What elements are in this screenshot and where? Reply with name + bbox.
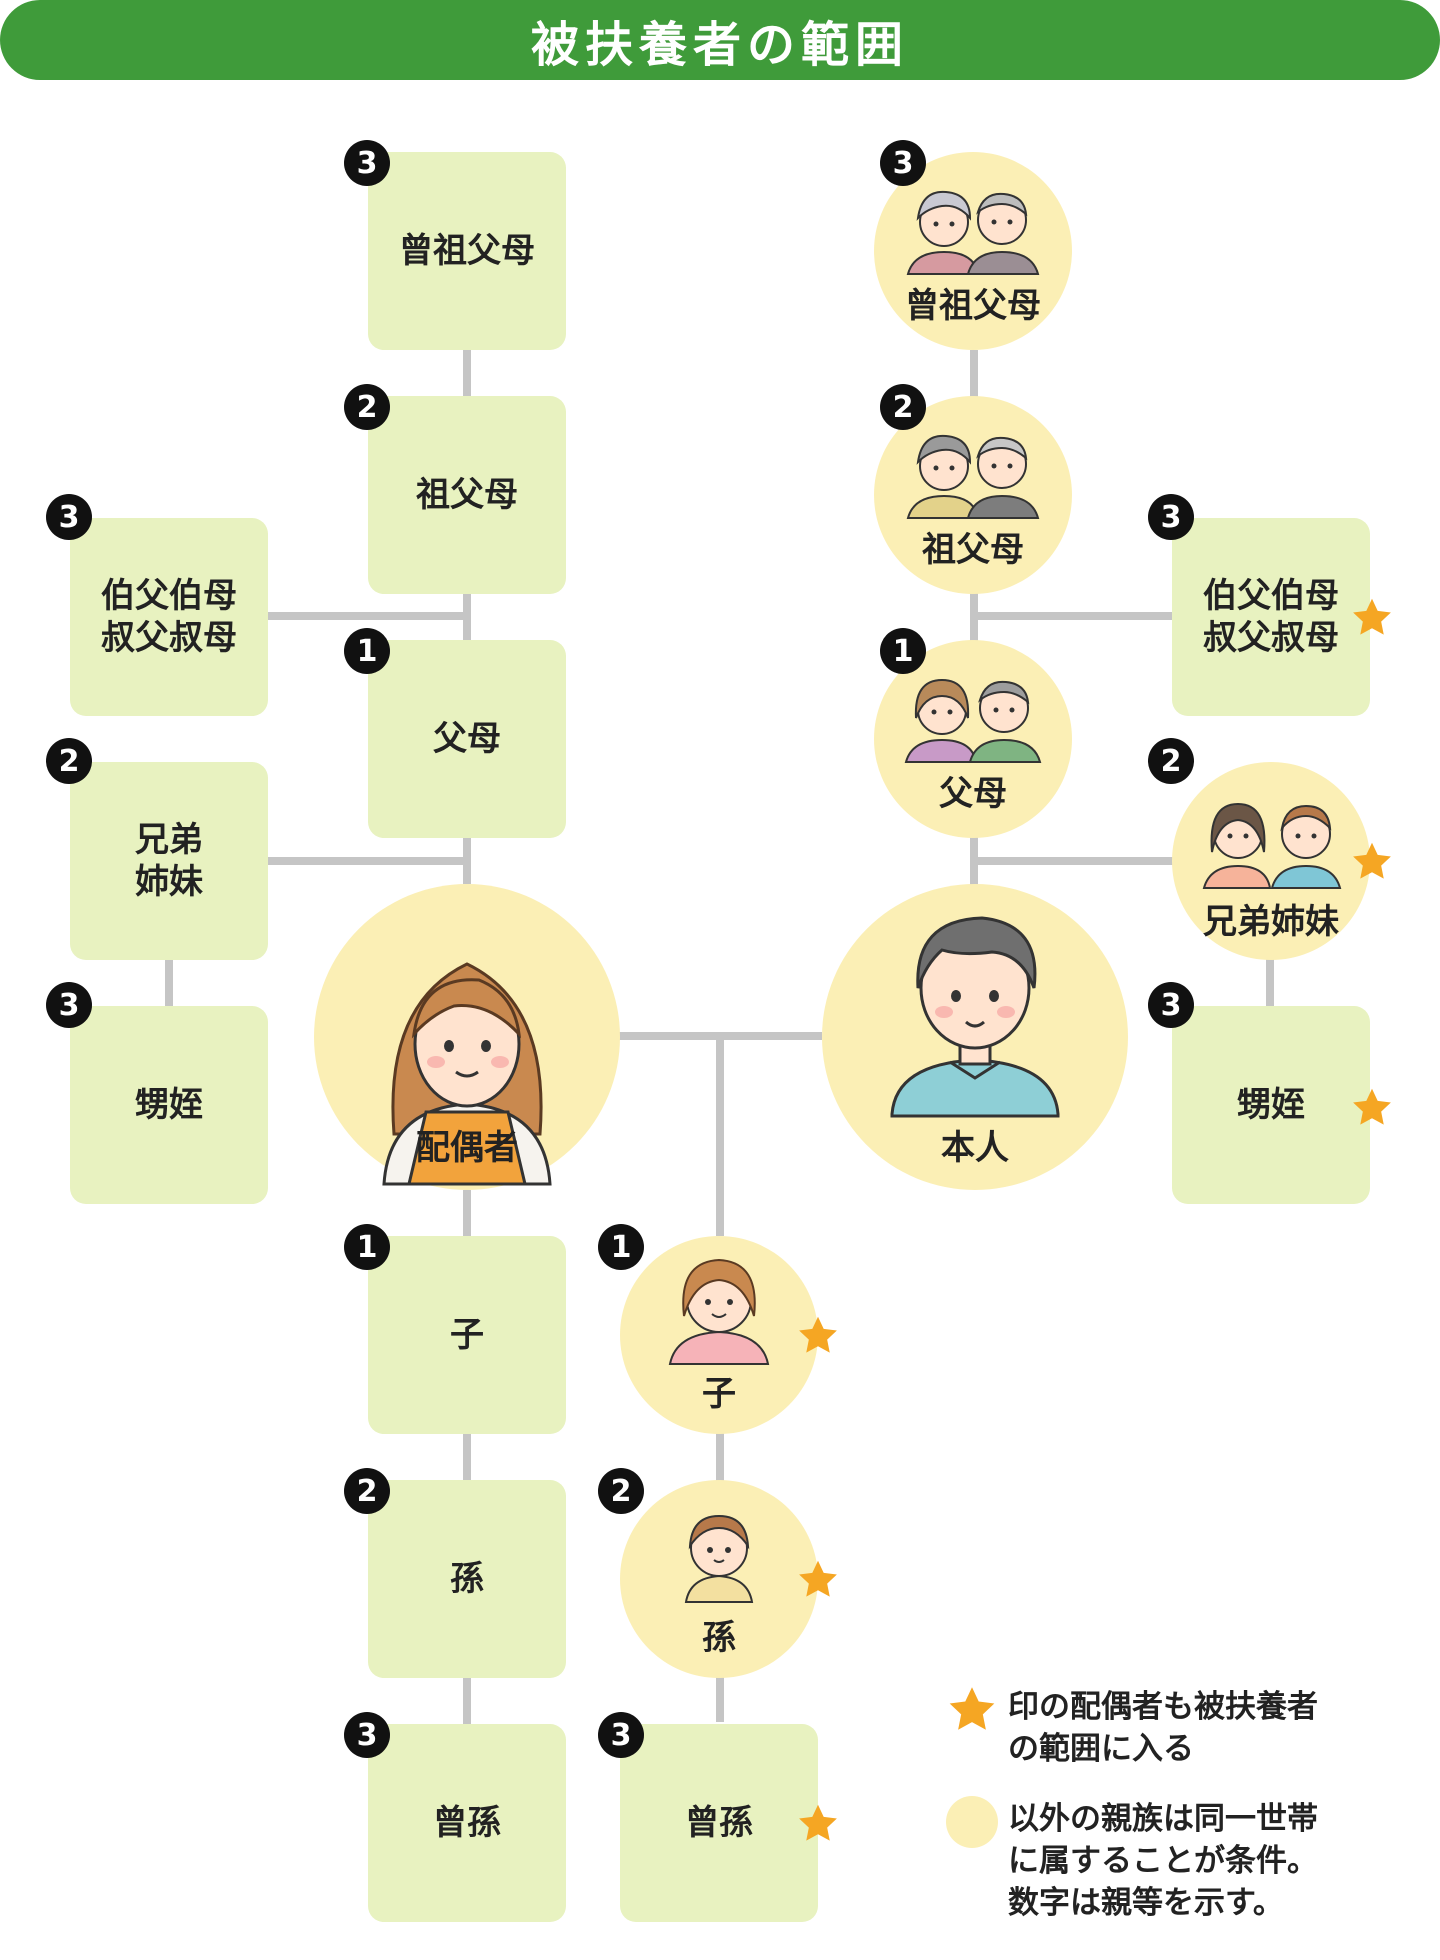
star-icon	[1353, 842, 1391, 879]
degree-badge: 3	[344, 1712, 390, 1758]
man-illustration	[890, 916, 1060, 1118]
degree-badge: 3	[880, 140, 926, 186]
siblings-illustration	[1202, 802, 1342, 889]
self-grandparents-circle: 祖父母	[874, 396, 1072, 594]
self-great-grandparents-label: 曾祖父母	[905, 286, 1041, 326]
self-great-grandchild-box: 曾孫	[620, 1724, 818, 1922]
spouse-label: 配偶者	[416, 1128, 518, 1168]
degree-badge: 2	[344, 1468, 390, 1514]
self-grandparents-label: 祖父母	[922, 530, 1024, 570]
connector	[165, 958, 173, 1006]
star-icon	[799, 1560, 837, 1597]
degree-badge: 1	[598, 1224, 644, 1270]
degree-badge: 2	[46, 738, 92, 784]
star-icon	[799, 1804, 837, 1841]
connector	[463, 1432, 471, 1480]
degree-badge: 2	[880, 384, 926, 430]
girl-illustration	[668, 1258, 770, 1365]
connector	[463, 1190, 471, 1236]
legend-star-text: 印の配偶者も被扶養者 の範囲に入る	[1008, 1689, 1318, 1767]
legend-star-icon	[949, 1687, 995, 1730]
spouse-siblings-box: 兄弟 姉妹	[70, 762, 268, 960]
connector	[974, 857, 1174, 865]
degree-badge: 2	[344, 384, 390, 430]
self-parents-label: 父母	[939, 774, 1007, 814]
star-icon	[799, 1316, 837, 1353]
connector	[463, 1676, 471, 1724]
spouse-grandparents-box: 祖父母	[368, 396, 566, 594]
self-uncles-aunts-box: 伯父伯母 叔父叔母	[1172, 518, 1370, 716]
self-label: 本人	[941, 1128, 1009, 1168]
degree-badge: 3	[344, 140, 390, 186]
degree-badge: 3	[46, 494, 92, 540]
degree-badge: 3	[1148, 982, 1194, 1028]
degree-badge: 3	[46, 982, 92, 1028]
title-banner: 被扶養者の範囲	[0, 0, 1440, 80]
connector	[1266, 958, 1274, 1006]
degree-badge: 1	[880, 628, 926, 674]
legend-circle-swatch	[946, 1796, 998, 1848]
spouse-uncles-aunts-box: 伯父伯母 叔父叔母	[70, 518, 268, 716]
legend-circle-text: 以外の親族は同一世帯 に属することが条件。 数字は親等を示す。	[1008, 1801, 1318, 1921]
self-grandchild-label: 孫	[702, 1618, 736, 1658]
connector	[268, 612, 467, 620]
star-icon	[1353, 1088, 1391, 1125]
spouse-circle: 配偶者	[314, 884, 620, 1190]
degree-badge: 2	[1148, 738, 1194, 784]
spouse-nephews-nieces-box: 甥姪	[70, 1006, 268, 1204]
connector	[716, 1036, 724, 1236]
spouse-great-grandchild-box: 曾孫	[368, 1724, 566, 1922]
self-siblings-circle: 兄弟姉妹	[1172, 762, 1370, 960]
self-siblings-label: 兄弟姉妹	[1203, 902, 1339, 942]
self-nephews-nieces-box: 甥姪	[1172, 1006, 1370, 1204]
woman-illustration	[382, 962, 552, 1186]
self-grandchild-circle: 孫	[620, 1480, 818, 1678]
baby-illustration	[684, 1514, 754, 1603]
degree-badge: 2	[598, 1468, 644, 1514]
self-child-circle: 子	[620, 1236, 818, 1434]
spouse-parents-box: 父母	[368, 640, 566, 838]
degree-badge: 3	[598, 1712, 644, 1758]
elderly-couple-illustration	[906, 190, 1040, 275]
self-child-label: 子	[702, 1374, 736, 1414]
star-icon	[1353, 598, 1391, 635]
self-circle: 本人	[822, 884, 1128, 1190]
spouse-child-box: 子	[368, 1236, 566, 1434]
page-title: 被扶養者の範囲	[530, 17, 909, 73]
degree-badge: 3	[1148, 494, 1194, 540]
connector	[974, 612, 1174, 620]
parents-couple-illustration	[904, 678, 1042, 763]
degree-badge: 1	[344, 628, 390, 674]
degree-badge: 1	[344, 1224, 390, 1270]
spouse-grandchild-box: 孫	[368, 1480, 566, 1678]
self-great-grandparents-circle: 曾祖父母	[874, 152, 1072, 350]
spouse-great-grandparents-box: 曾祖父母	[368, 152, 566, 350]
connector	[268, 857, 467, 865]
elderly-couple-illustration	[906, 434, 1040, 519]
